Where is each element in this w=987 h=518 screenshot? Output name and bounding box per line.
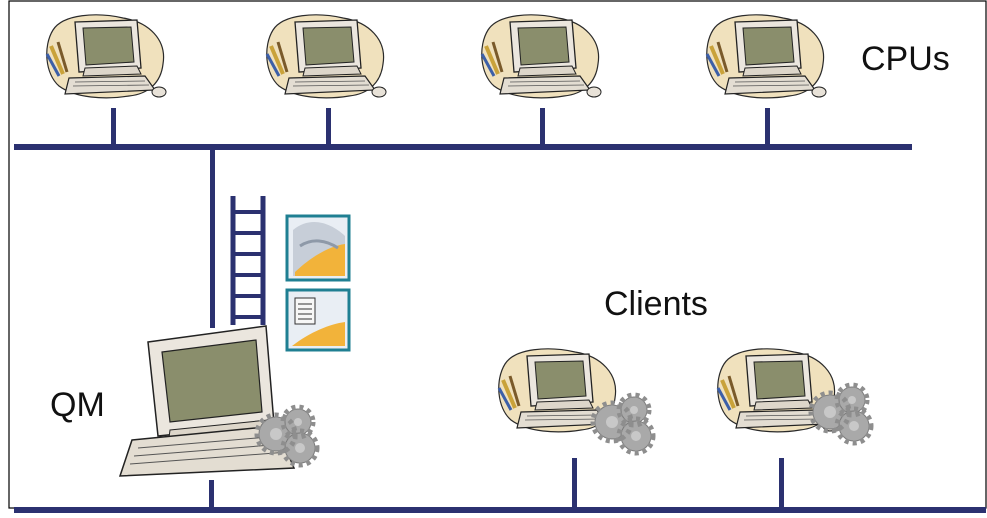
client-network-bus — [14, 458, 986, 513]
cpus-label: CPUs — [861, 40, 950, 78]
qm-label: QM — [50, 386, 105, 424]
qm-uplink-line — [210, 148, 215, 328]
cpu-computer-icon — [479, 12, 603, 100]
cpu-computer-icon — [44, 12, 168, 100]
cpu-network-bus — [14, 108, 912, 150]
queue-manager-computer-icon — [118, 325, 296, 477]
cpu-computer-icon — [704, 12, 828, 100]
ladder-queue-icon — [230, 196, 266, 325]
job-file-icon — [285, 214, 351, 282]
job-document-icon — [285, 288, 351, 352]
clients-label: Clients — [604, 285, 708, 323]
cpu-computer-icon — [264, 12, 388, 100]
